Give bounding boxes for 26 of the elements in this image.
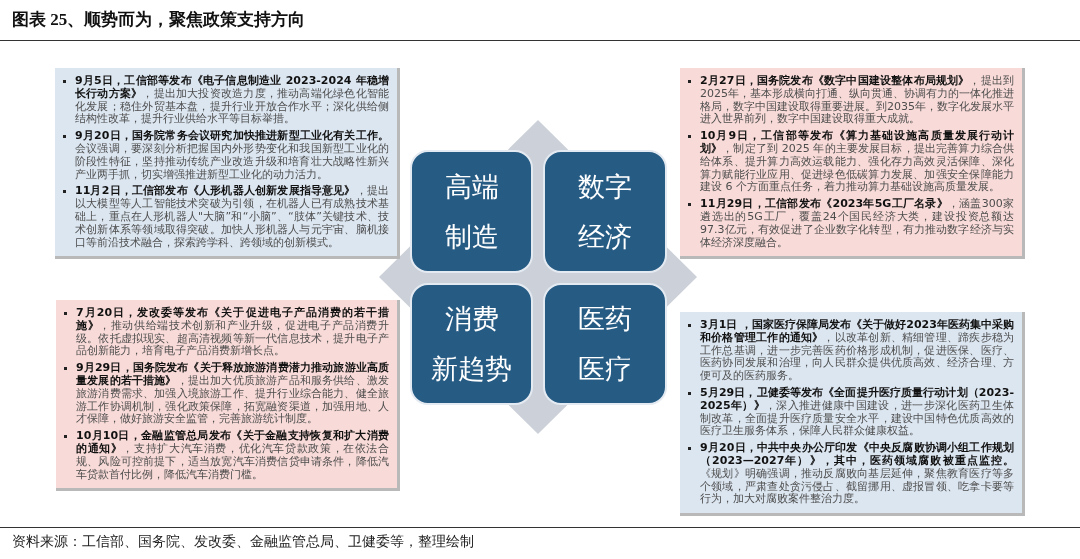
category-label: 医药医疗: [578, 302, 632, 386]
category-label: 数字经济: [578, 169, 632, 254]
category-tile: [543, 150, 667, 273]
category-tile: [410, 150, 533, 273]
category-tile: [543, 283, 667, 405]
info-panel: [680, 312, 1025, 517]
news-item-text: 9月29日，国务院发布《关于释放旅游消费潜力推动旅游业高质量发展的若干措施》，提出加大优质旅游产品和服务供给、激发旅游消费需求、加强入境旅游工作、提升行业综合能力、健全旅游工作协调机制，强化政策保障，拓宽融资渠道，加强用地、人才保障，做好旅游安全监管，完善旅游统计制度。: [76, 362, 389, 427]
news-item-text: 10月10日，金融监管总局发布《关于金融支持恢复和扩大消费的通知》，支持扩大汽车消费，优化汽车贷款政策，在依法合规、风险可控前提下，适当放宽汽车消费信贷申请条件，降低汽车贷款首付比例，降低汽车消费门槛。: [76, 430, 389, 482]
news-item-text: 9月20日，国务院常务会议研究加快推进新型工业化有关工作。会议强调，要深刻分析把握国内外形势变化和我国新型工业化的阶段性特征，坚持推动传统产业改造升级和培育壮大战略性新兴产业两手抓，切实增强推进新型工业化的动力活力。: [75, 130, 389, 182]
news-item-text: 7月20日，发改委等发布《关于促进电子产品消费的若干措施》，推动供给端技术创新和产业升级，促进电子产品消费升级。依托虚拟现实、超高清视频等新一代信息技术，提升电子产品创新能力，培育电子产品消费新增长点。: [76, 307, 389, 359]
info-panel: [680, 68, 1025, 260]
news-item-text: 2月27日，国务院发布《数字中国建设整体布局规划》，提出到2025年，基本形成横向打通、纵向贯通、协调有力的一体化推进格局，数字中国建设取得重要进展。到2035年，数字化发展水平进入世界前列，数字中国建设取得重大成就。: [700, 75, 1014, 127]
news-item-text: 11月2日，工信部发布《人形机器人创新发展指导意见》，提出以大模型等人工智能技术突破为引领，在机器人已有成熟技术基础上，重点在人形机器人"大脑”和“小脑”、“肢体”关键技术、技术创新体系等领域取得突破。加快人形机器人与元宇宙、脑机接口等前沿技术融合，探索跨学科、跨领域的创新模式。: [75, 185, 389, 250]
source-note: 资料来源：工信部、国务院、发改委、金融监管总局、卫健委等，整理绘制: [12, 533, 474, 551]
category-tile: [410, 283, 533, 405]
category-label: 消费新趋势: [431, 302, 512, 386]
news-item-text: 9月5日，工信部等发布《电子信息制造业 2023-2024 年稳增长行动方案》，提出加大投资改造力度，推动高端化绿色化智能化发展；稳住外贸基本盘，提升行业开放合作水平；深化供给侧结构性改革，提升行业供给水平等目标举措。: [75, 75, 389, 127]
info-panel: [56, 300, 400, 492]
news-item-text: 11月29日，工信部发布《2023年5G工厂名录》，涵盖300家遴选出的5G工厂，覆盖24个国民经济大类，建设投资总额达97.3亿元，有效促进了企业数字化转型，有力推动数字经济与实体经济深度融合。: [700, 198, 1014, 250]
category-label: 高端制造: [444, 169, 499, 254]
news-item-text: 3月1日 ，国家医疗保障局发布《关于做好2023年医药集中采购和价格管理工作的通知》，以改革创新、精细管理、蹄疾步稳为工作总基调，进一步完善医药价格形成机制，促进医保、医疗、医药协同发展和治理，向人民群众提供优质高效、经济合理、方便可及的医药服务。: [700, 319, 1014, 383]
news-item-text: 5月29日，卫健委等发布《全面提升医疗质量行动计划（2023-2025年）》，深入推进健康中国建设，进一步深化医药卫生体制改革，全面提升医疗质量安全水平，建设中国特色优质高效的医疗卫生服务体系，保障人民群众健康权益。: [700, 387, 1014, 439]
news-item-text: 9月20日，中共中央办公厅印发《中央反腐败协调小组工作规划（2023—2027年）》，其中，医药领域腐败被重点监控。《规划》明确强调，推动反腐败向基层延伸，聚焦教育医疗等多个领域，严肃查处贪污侵占、截留挪用、虚报冒领、吃拿卡要等行为，加大对腐败案件整治力度。: [700, 442, 1014, 507]
info-panel: [55, 68, 400, 260]
news-item-text: 10月9日，工信部等发布《算力基础设施高质量发展行动计划》，制定了到 2025 年的主要发展目标，提出完善算力综合供给体系、提升算力高效运载能力、强化存力高效灵活保障、深化算力赋能行业应用、促进绿色低碳算力发展、加强安全保障能力建设 6 个方面重点任务，着力推动算力基础设施高质量发展。: [700, 130, 1014, 195]
chart-title: 图表 25、顺势而为，聚焦政策支持方向: [12, 9, 306, 31]
